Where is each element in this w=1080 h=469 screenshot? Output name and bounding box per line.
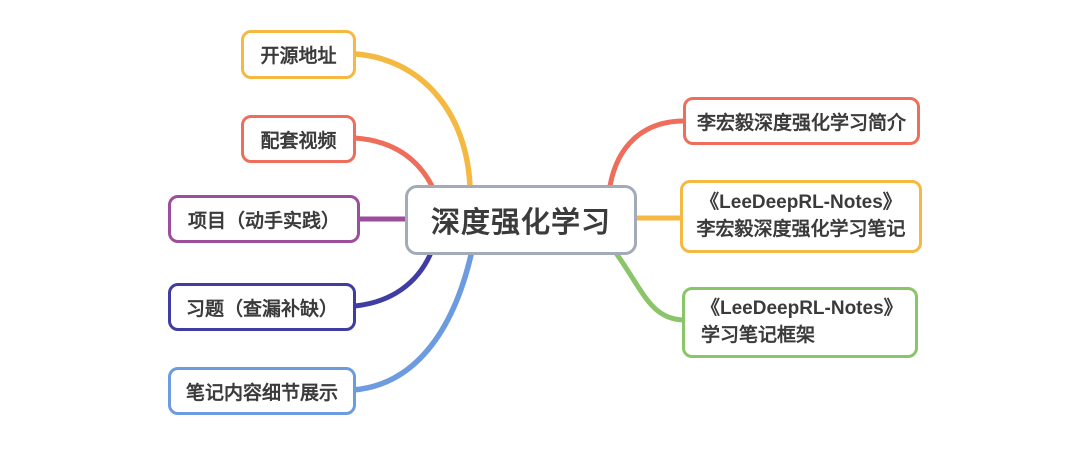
connector-intro — [607, 118, 687, 189]
node-video[interactable]: 配套视频 — [241, 115, 356, 163]
connector-open-source — [353, 51, 473, 189]
node-exercise[interactable]: 习题（查漏补缺） — [168, 283, 356, 331]
node-open-source[interactable]: 开源地址 — [241, 30, 356, 79]
connector-video — [352, 135, 435, 189]
node-notes-label: 《LeeDeepRL-Notes》 李宏毅深度强化学习笔记 — [696, 191, 906, 240]
node-framework[interactable]: 《LeeDeepRL-Notes》 学习笔记框架 — [682, 287, 918, 358]
node-framework-label: 《LeeDeepRL-Notes》 学习笔记框架 — [701, 297, 903, 346]
node-note-detail[interactable]: 笔记内容细节展示 — [168, 367, 356, 415]
node-notes[interactable]: 《LeeDeepRL-Notes》 李宏毅深度强化学习笔记 — [680, 180, 922, 253]
node-intro[interactable]: 李宏毅深度强化学习简介 — [683, 97, 920, 145]
root-node[interactable]: 深度强化学习 — [405, 185, 637, 255]
connector-framework — [613, 250, 686, 323]
connector-exercise — [352, 252, 433, 309]
connector-note-detail — [350, 252, 474, 393]
node-project[interactable]: 项目（动手实践） — [168, 195, 360, 243]
